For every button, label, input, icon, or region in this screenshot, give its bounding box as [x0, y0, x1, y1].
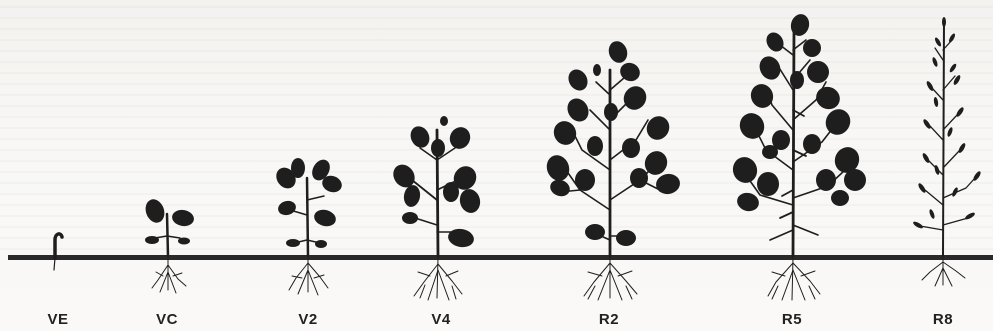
stage-label-r5: R5	[782, 311, 802, 328]
plant-ve	[54, 234, 62, 270]
stage-label-ve: VE	[47, 311, 68, 328]
stage-label-v2: V2	[298, 311, 317, 328]
plant-r2	[543, 39, 681, 300]
stage-label-vc: VC	[156, 311, 178, 328]
plant-v4	[389, 116, 483, 300]
plant-vc	[142, 197, 195, 293]
plant-v2	[272, 156, 344, 295]
plant-r8	[912, 17, 982, 286]
stage-label-r8: R8	[933, 311, 953, 328]
ground-line	[8, 255, 993, 260]
stage-label-v4: V4	[431, 311, 450, 328]
stage-label-r2: R2	[599, 311, 619, 328]
